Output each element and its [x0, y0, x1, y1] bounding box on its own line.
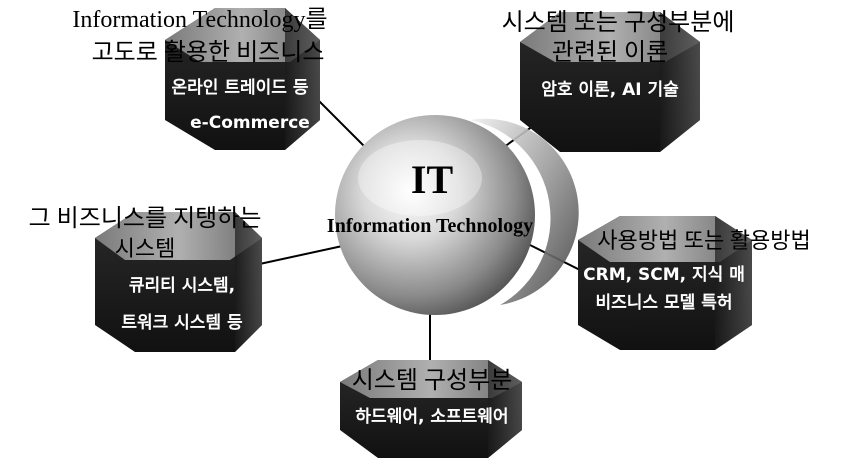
bottom-caption-1: 시스템 구성부분: [352, 367, 513, 394]
top-right-inner-1: 암호 이론, AI 기술: [541, 80, 679, 100]
left-inner-2: 트워크 시스템 등: [121, 313, 243, 333]
connector-top-left: [317, 99, 369, 151]
left-inner-1: 큐리티 시스템,: [129, 276, 235, 296]
top-left-inner-1: 온라인 트레이드 등: [172, 78, 309, 98]
center-sphere: [335, 115, 579, 315]
left-caption-2: 시스템: [115, 236, 176, 261]
bottom-inner-1: 하드웨어, 소프트웨어: [355, 407, 508, 427]
right-inner-1: CRM, SCM, 지식 매: [583, 265, 745, 285]
right-inner-2: 비즈니스 모델 특허: [596, 292, 733, 313]
top-left-caption-2: 고도로 활용한 비즈니스: [92, 39, 325, 66]
left-caption-1: 그 비즈니스를 지탱하는: [29, 205, 262, 232]
top-left-inner-2: e-Commerce: [190, 113, 310, 133]
right-caption-1: 사용방법 또는 활용방법: [597, 228, 810, 253]
hex-right: [578, 216, 752, 350]
top-right-caption-2: 관련된 이론: [552, 39, 668, 66]
hex-top-right: [520, 12, 700, 152]
top-left-caption-1: Information Technology를: [72, 7, 327, 33]
hex-top-left: [165, 8, 320, 150]
hex-bottom: [340, 360, 522, 458]
center-title: IT: [411, 157, 454, 202]
hex-left: [95, 212, 262, 352]
center-subtitle: Information Technology: [327, 215, 533, 237]
top-right-caption-1: 시스템 또는 구성부분에: [502, 9, 735, 36]
